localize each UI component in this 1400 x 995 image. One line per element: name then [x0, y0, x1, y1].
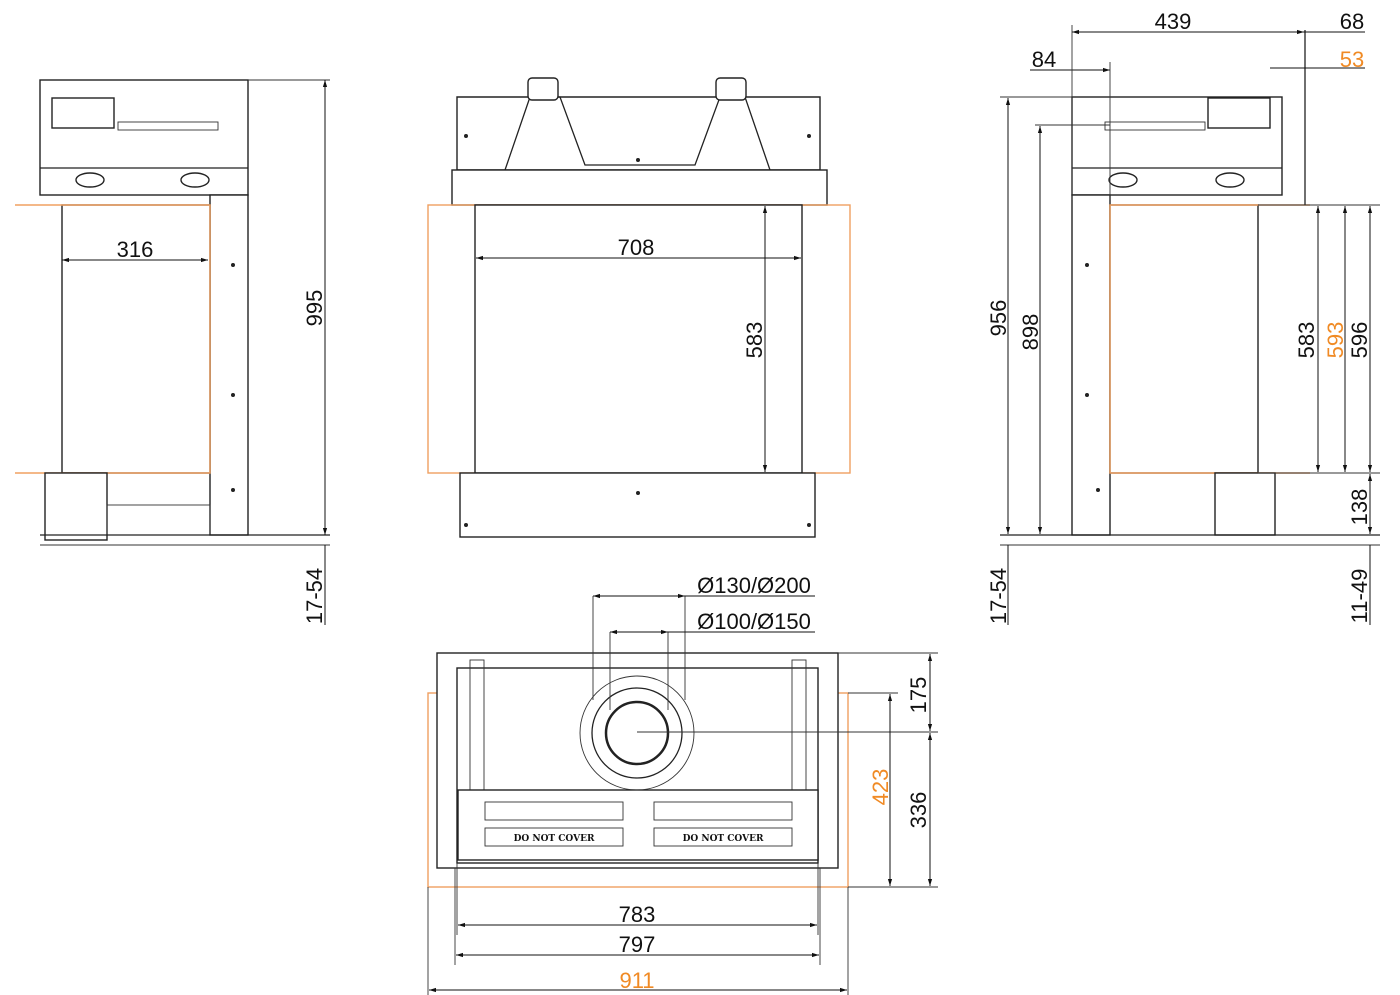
dim-583-side: 583: [1294, 322, 1319, 359]
do-not-cover-label-left: DO NOT COVER: [514, 834, 595, 844]
right-side-view: 439 68 84 53 956 898 583 593 596 138 17-…: [986, 9, 1380, 625]
dim-68: 68: [1340, 9, 1364, 34]
dim-797: 797: [619, 932, 656, 957]
dim-995: 995: [302, 290, 327, 327]
dim-783: 783: [619, 902, 656, 927]
dim-138: 138: [1347, 489, 1372, 526]
dim-898: 898: [1018, 314, 1043, 351]
dim-336: 336: [906, 792, 931, 829]
dim-708: 708: [618, 235, 655, 260]
dim-439: 439: [1155, 9, 1192, 34]
dim-53: 53: [1340, 47, 1364, 72]
flue-mid-circle: [591, 687, 683, 779]
dim-84: 84: [1032, 47, 1056, 72]
dim-593: 593: [1323, 322, 1348, 359]
dim-316: 316: [117, 237, 154, 262]
left-side-view: 316 995 17-54: [15, 79, 330, 625]
flue-outer-circle: [579, 675, 695, 791]
dim-175: 175: [906, 677, 931, 714]
plan-view: DO NOT COVER DO NOT COVER Ø130/Ø200 Ø100…: [427, 573, 938, 995]
dim-flue-inner: Ø100/Ø150: [697, 609, 811, 634]
dim-423: 423: [868, 769, 893, 806]
dim-flue-outer: Ø130/Ø200: [697, 573, 811, 598]
dim-596: 596: [1347, 322, 1372, 359]
dim-956: 956: [986, 300, 1011, 337]
front-view: 708 583: [427, 77, 851, 538]
dim-911: 911: [619, 968, 654, 993]
dim-feet-left: 17-54: [302, 568, 327, 624]
dim-feet-right-left: 17-54: [986, 568, 1011, 624]
dim-feet-right: 11-49: [1347, 569, 1372, 624]
do-not-cover-label-right: DO NOT COVER: [683, 834, 764, 844]
flue-inner-circle: [604, 700, 670, 766]
dim-583-front: 583: [742, 322, 767, 359]
